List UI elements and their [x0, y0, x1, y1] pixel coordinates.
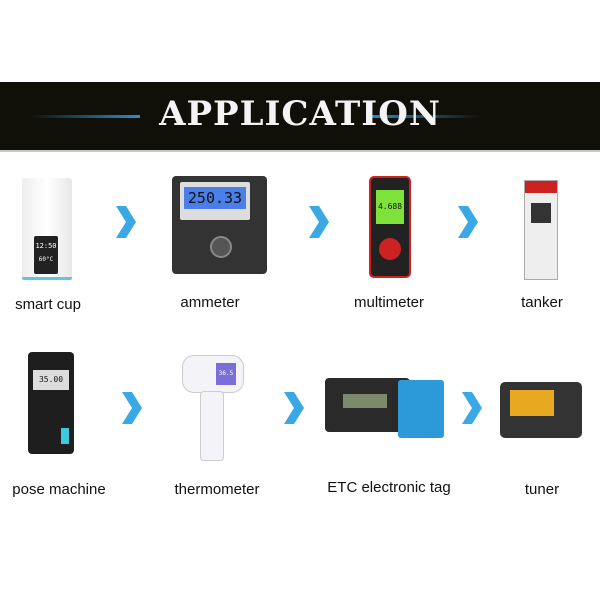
chevron-right-icon	[120, 392, 142, 424]
label-smart-cup: smart cup	[15, 296, 81, 313]
label-multimeter: multimeter	[353, 294, 424, 311]
label-etc-electronic-tag: ETC electronic tag	[327, 479, 451, 496]
label-thermometer: thermometer	[174, 481, 260, 498]
smart-cup-image: 12:50 60°C	[22, 178, 72, 280]
etc-card-image	[398, 380, 444, 438]
thermometer-image: 36.5	[182, 355, 252, 463]
label-tuner: tuner	[524, 481, 560, 498]
chevron-right-icon	[114, 206, 136, 238]
label-ammeter: ammeter	[180, 294, 240, 311]
label-tanker: tanker	[521, 294, 563, 311]
chevron-right-icon	[282, 392, 304, 424]
chevron-right-icon	[307, 206, 329, 238]
header-line-left	[30, 115, 140, 118]
pose-machine-image: 35.00	[28, 352, 74, 454]
etc-tag-image	[325, 378, 410, 432]
header-line-right	[366, 115, 481, 118]
chevron-right-icon	[460, 392, 482, 424]
tanker-image	[524, 180, 558, 280]
chevron-right-icon	[456, 206, 478, 238]
tuner-image	[500, 382, 582, 438]
multimeter-image: 4.688	[369, 176, 411, 278]
label-pose-machine: pose machine	[12, 481, 106, 498]
ammeter-image: 250.33	[172, 176, 267, 274]
page-title: APPLICATION	[159, 94, 441, 134]
